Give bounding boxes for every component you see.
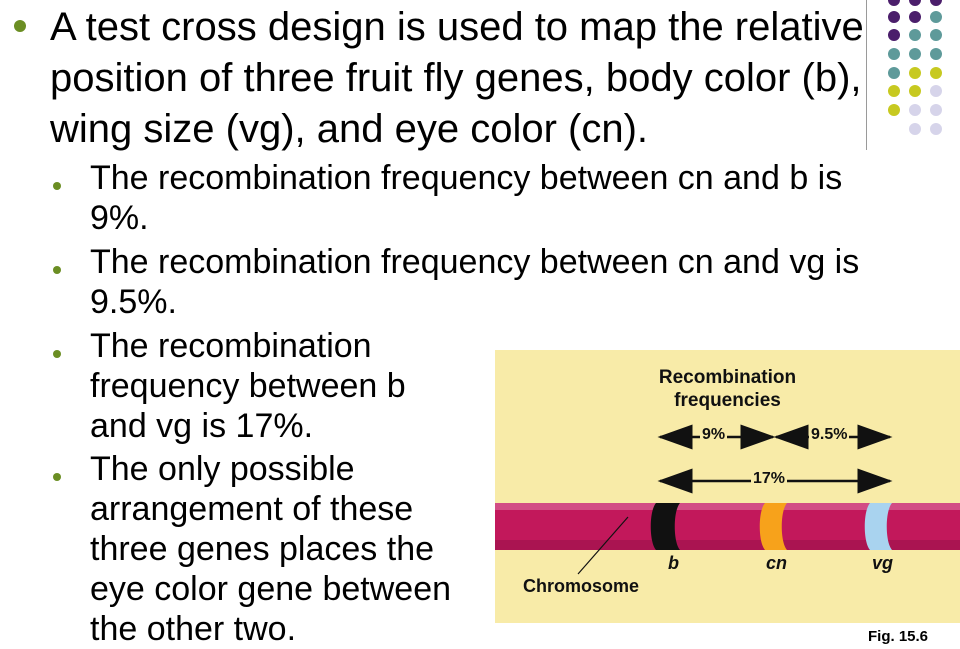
figure-graphics [495,424,960,575]
figure-number: Fig. 15.6 [868,628,929,645]
bullet-marker [53,473,61,481]
chromosome-label: Chromosome [523,576,640,596]
gene-label-vg: vg [872,553,894,573]
bullet-marker [53,182,61,190]
bullet-marker [53,266,61,274]
gene-band-vg [864,503,892,550]
figure-title-line1: Recombination [658,367,797,388]
sub-bullet-2: The recombination frequency between cn a… [90,243,860,321]
figure-title-line2: frequencies [674,390,781,411]
gene-band-cn [759,503,787,550]
sub-bullet-4: The only possible arrangement of these t… [90,450,452,648]
gene-label-b: b [668,553,679,573]
main-bullet-text: A test cross design is used to map the r… [50,5,864,151]
figure-title: Recombination frequencies [495,366,960,412]
label-9-percent: 9% [700,426,728,444]
sub-bullet-3: The recombination frequency between b an… [90,327,406,445]
chromosome-pointer [577,516,629,575]
label-17-percent: 17% [751,470,788,488]
gene-label-cn: cn [766,553,788,573]
divider-line [866,0,867,150]
recombination-figure: Recombination frequencies [495,350,960,623]
bullet-marker [14,20,26,32]
sub-bullet-1: The recombination frequency between cn a… [90,159,843,237]
label-9-5-percent: 9.5% [809,426,850,444]
gene-band-b [650,503,680,550]
bullet-marker [53,350,61,358]
